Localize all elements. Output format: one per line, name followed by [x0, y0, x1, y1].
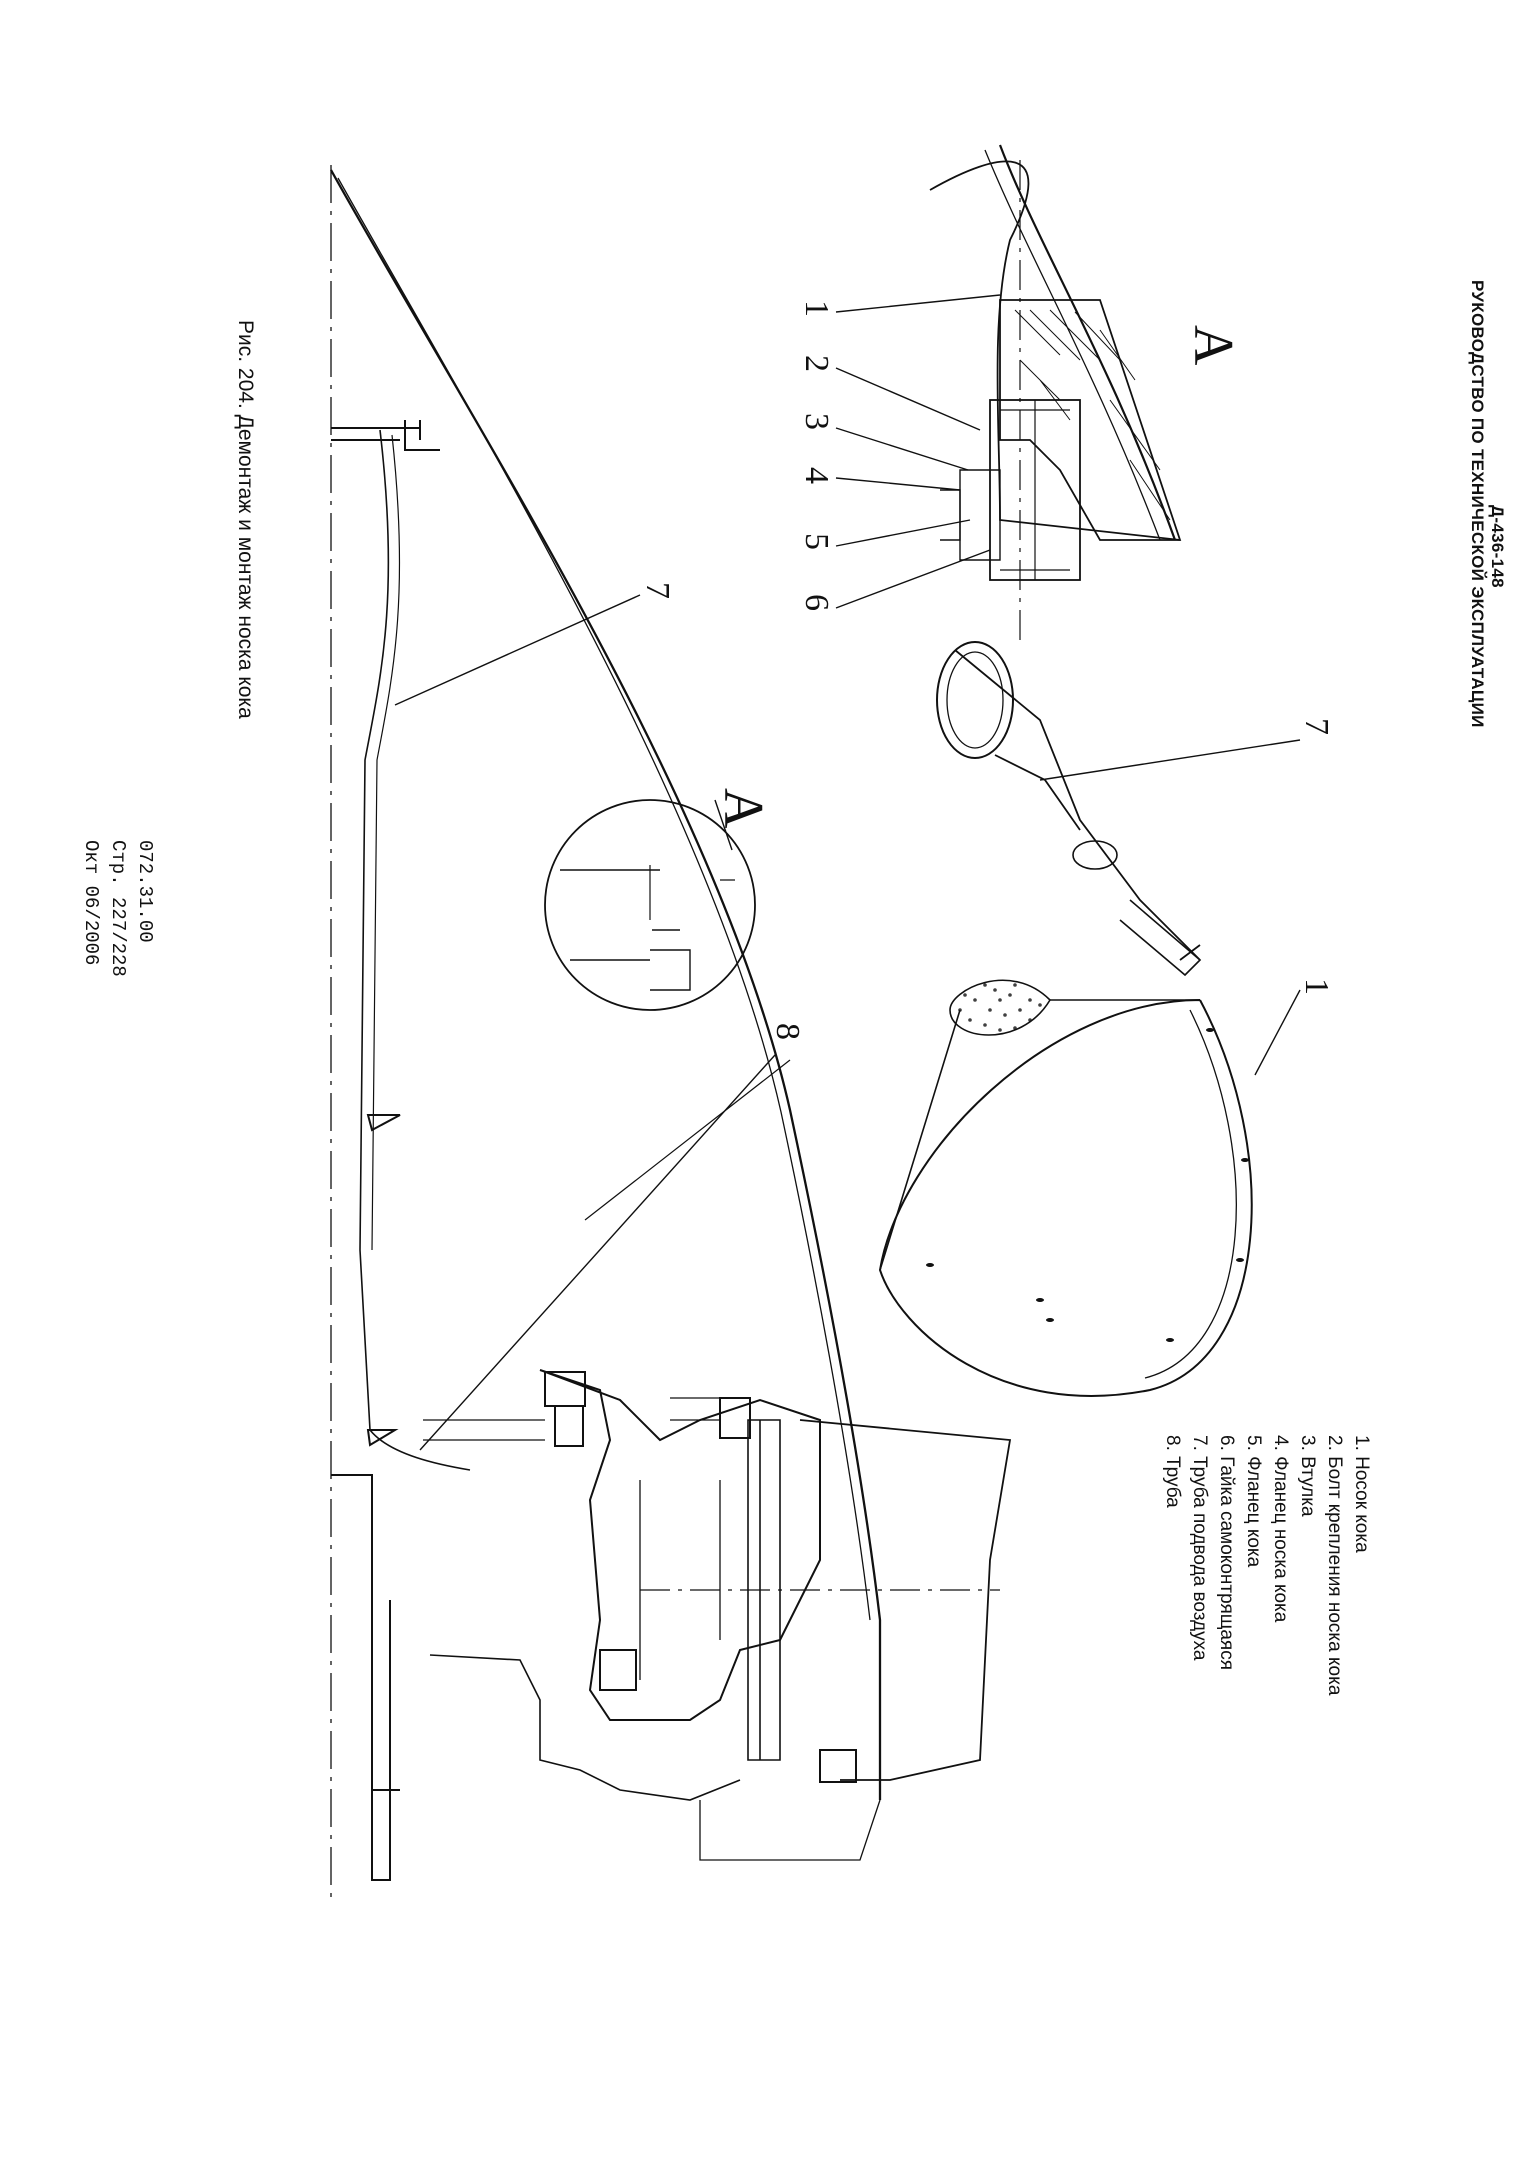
hub-bolt	[599, 1649, 637, 1691]
legend-item: 3. Втулка	[1297, 1435, 1318, 1517]
hub-bolt	[554, 1405, 584, 1447]
figure-caption: Рис. 204. Демонтаж и монтаж носка кока	[234, 320, 257, 719]
hub-flange	[539, 1369, 821, 1721]
footer-code: 072.31.00	[134, 840, 156, 943]
hub-bolt	[544, 1371, 586, 1407]
callout-7-main: 7	[639, 582, 676, 599]
callout-2: 2	[798, 355, 835, 372]
footer-date: Окт 06/2006	[80, 840, 102, 966]
legend-item: 8. Труба	[1162, 1435, 1183, 1508]
legend-item: 2. Болт крепления носка кока	[1324, 1435, 1345, 1696]
legend: 1. Носок кока 2. Болт крепления носка ко…	[1159, 1435, 1375, 1695]
hub-bolt	[819, 1749, 857, 1783]
main-assembly-section	[329, 165, 1012, 1900]
document-code: Д-436-148	[1488, 505, 1507, 588]
legend-item: 1. Носок кока	[1351, 1435, 1372, 1553]
view-a-detail	[929, 144, 1182, 640]
callout-6: 6	[798, 594, 835, 611]
callout-3: 3	[798, 413, 835, 430]
legend-item: 7. Труба подвода воздуха	[1189, 1435, 1210, 1661]
detail-a-circle	[544, 799, 756, 1011]
legend-item: 4. Фланец носка кока	[1270, 1435, 1291, 1623]
spinner-cone-part	[878, 979, 1253, 1397]
legend-item: 5. Фланец кока	[1243, 1435, 1264, 1568]
view-a-label: А	[1182, 325, 1244, 366]
callout-4: 4	[798, 467, 835, 484]
callout-1: 1	[798, 300, 835, 317]
detail-flange	[999, 299, 1182, 541]
circle-a-label: А	[712, 788, 774, 829]
page-footer: 072.31.00 Стр. 227/228 Окт 06/2006	[77, 840, 158, 977]
footer-page: Стр. 227/228	[107, 840, 129, 977]
callout-7-tube: 7	[1298, 718, 1335, 735]
callout-5: 5	[798, 533, 835, 550]
hub-bolt	[719, 1397, 751, 1439]
callout-8-main: 8	[769, 1023, 806, 1040]
air-tube-7	[359, 429, 471, 1471]
legend-item: 6. Гайка самоконтрящаяся	[1216, 1435, 1237, 1671]
callout-1-cone: 1	[1298, 978, 1335, 995]
document-title: РУКОВОДСТВО ПО ТЕХНИЧЕСКОЙ ЭКСПЛУАТАЦИИ	[1468, 280, 1487, 728]
air-tube-part	[936, 641, 1202, 977]
